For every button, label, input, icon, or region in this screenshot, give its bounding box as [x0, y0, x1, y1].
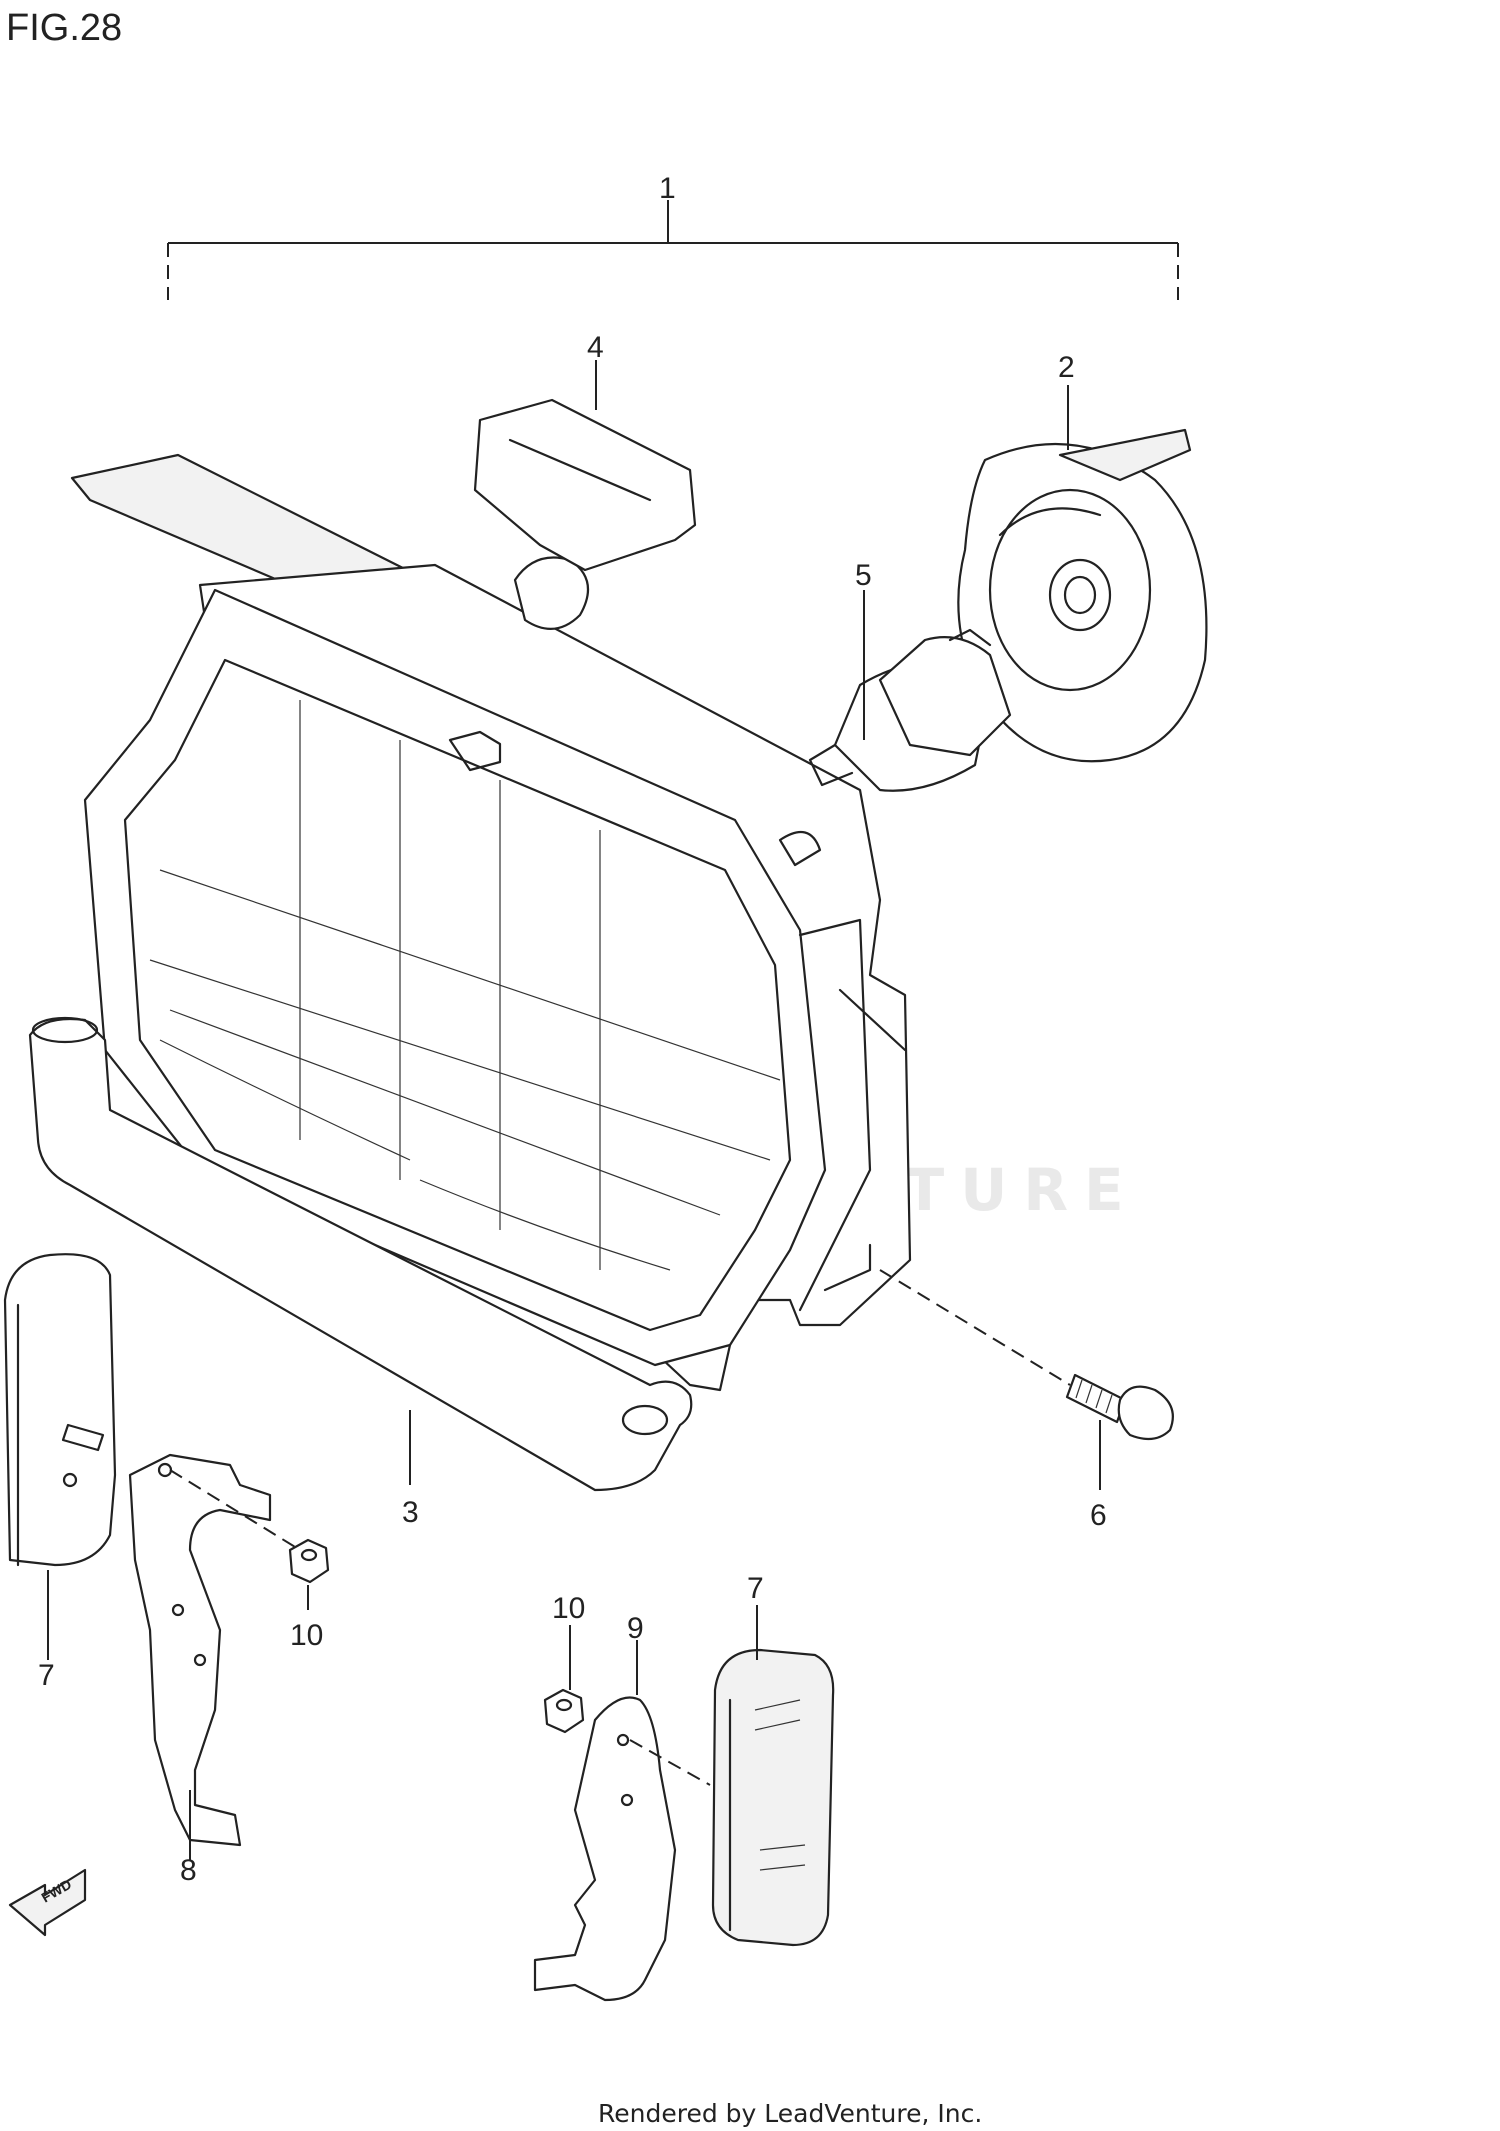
figure-title: FIG.28 — [6, 7, 122, 49]
halogen-bulb — [808, 628, 1012, 792]
mounting-bolt — [879, 1269, 1174, 1441]
callout-10-left: 10 — [290, 1619, 323, 1652]
callout-9: 9 — [627, 1612, 644, 1645]
callout-5: 5 — [855, 559, 872, 592]
fwd-arrow-icon: FWD — [8, 1868, 87, 1937]
callout-10-right: 10 — [552, 1592, 585, 1625]
callout-8: 8 — [180, 1854, 197, 1887]
lower-trim — [28, 1016, 693, 1492]
callout-7-right: 7 — [747, 1572, 764, 1605]
rubber-cover — [473, 398, 697, 572]
reflector-right — [711, 1648, 835, 1947]
reflector-left — [3, 1253, 117, 1567]
footer-credit: Rendered by LeadVenture, Inc. — [598, 2099, 982, 2128]
callout-1: 1 — [659, 172, 676, 205]
nut-right — [543, 1688, 585, 1734]
bracket-right — [533, 1696, 711, 2002]
callout-2: 2 — [1058, 351, 1075, 384]
assembly-bracket — [167, 200, 1179, 300]
callout-3: 3 — [402, 1496, 419, 1529]
callout-4: 4 — [587, 331, 604, 364]
headlight-housing — [70, 453, 912, 1392]
callout-7-left: 7 — [38, 1659, 55, 1692]
bulb-socket — [957, 428, 1208, 763]
callout-6: 6 — [1090, 1499, 1107, 1532]
nut-left — [288, 1538, 330, 1584]
bracket-left — [61, 1423, 301, 1847]
